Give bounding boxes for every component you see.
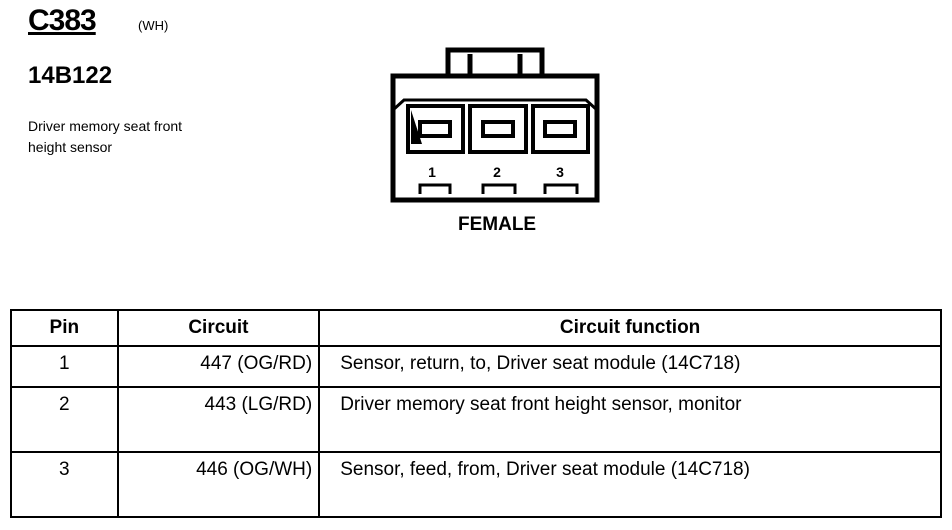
- function-cell: Driver memory seat front height sensor, …: [318, 386, 942, 453]
- pin-number-label: 3: [556, 164, 564, 180]
- pin-cell: 1: [10, 345, 119, 388]
- connector-color-code: (WH): [138, 18, 169, 33]
- pin-number-label: 1: [428, 164, 436, 180]
- circuit-cell: 443 (LG/RD): [116, 386, 321, 453]
- circuit-cell: 446 (OG/WH): [116, 451, 321, 518]
- table-header-row: Pin Circuit Circuit function: [10, 309, 942, 347]
- pin-cell: 3: [10, 451, 119, 518]
- part-number: 14B122: [28, 62, 113, 89]
- table-row: 1 447 (OG/RD) Sensor, return, to, Driver…: [10, 345, 942, 388]
- column-header-circuit: Circuit: [116, 309, 321, 347]
- pin-cavity-1: [406, 104, 465, 154]
- column-header-pin: Pin: [10, 309, 119, 347]
- pin-number-label: 2: [493, 164, 501, 180]
- connector-housing: [390, 73, 600, 203]
- pin-cavity-3: [531, 104, 590, 154]
- pin-cell: 2: [10, 386, 119, 453]
- pin-cavity-2: [468, 104, 528, 154]
- connector-face-diagram: 1 2 3: [390, 47, 600, 203]
- circuit-cell: 447 (OG/RD): [116, 345, 321, 388]
- table-row: 3 446 (OG/WH) Sensor, feed, from, Driver…: [10, 451, 942, 518]
- connector-description: Driver memory seat front height sensor: [28, 118, 183, 155]
- connector-gender-label: FEMALE: [458, 214, 537, 235]
- table-row: 2 443 (LG/RD) Driver memory seat front h…: [10, 386, 942, 453]
- connector-id: C383: [28, 4, 97, 37]
- pin-table: Pin Circuit Circuit function 1 447 (OG/R…: [10, 309, 942, 518]
- column-header-circuit-function: Circuit function: [318, 309, 942, 347]
- connector-latch: [445, 47, 545, 76]
- function-cell: Sensor, feed, from, Driver seat module (…: [318, 451, 942, 518]
- function-cell: Sensor, return, to, Driver seat module (…: [318, 345, 942, 388]
